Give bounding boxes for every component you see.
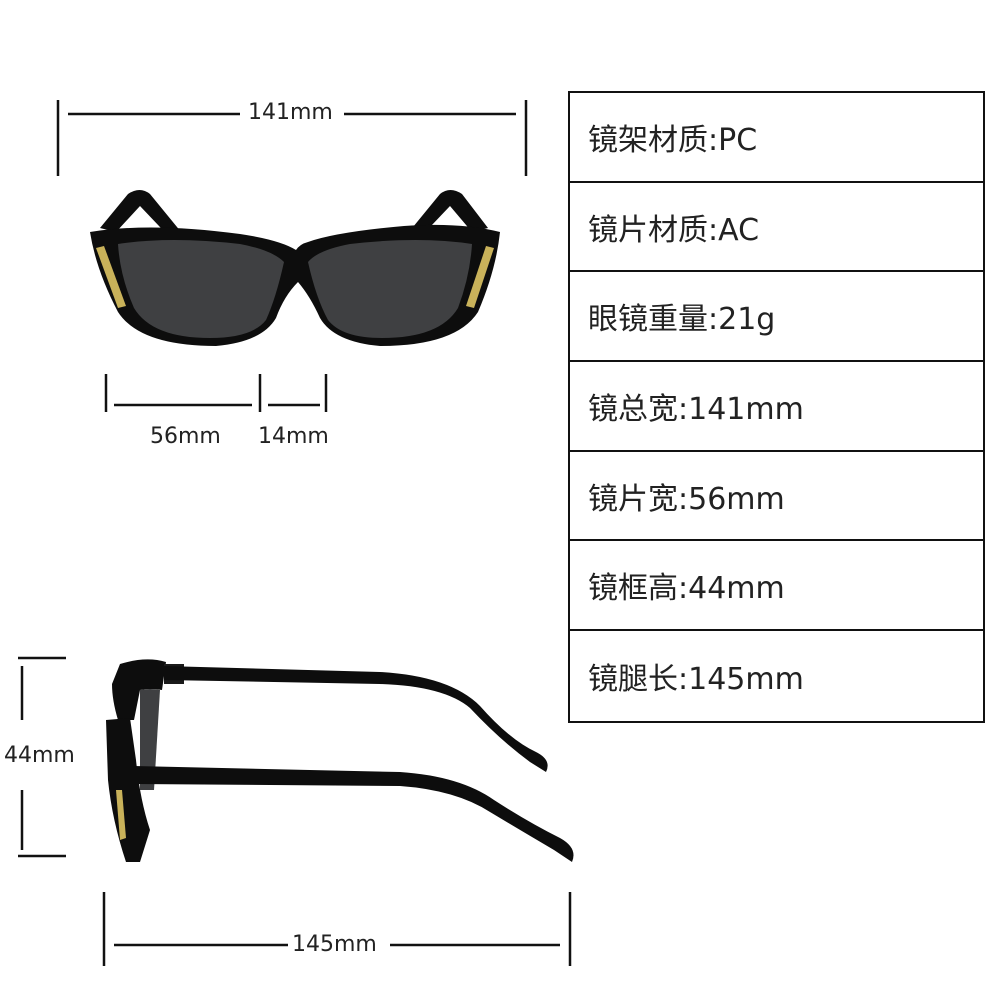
spec-text: 镜片材质:AC xyxy=(588,212,760,248)
spec-row-total-width: 镜总宽:141mm xyxy=(570,362,983,452)
bridge-width-label: 14mm xyxy=(258,424,329,449)
spec-text: 镜框高:44mm xyxy=(588,571,785,607)
total-width-dimension-lines xyxy=(56,100,528,176)
spec-row-lens-material: 镜片材质:AC xyxy=(570,183,983,273)
spec-text: 镜腿长:145mm xyxy=(588,661,804,697)
frame-height-dimension-lines xyxy=(18,656,66,858)
spec-text: 眼镜重量:21g xyxy=(588,302,776,338)
right-lens xyxy=(308,240,472,338)
spec-row-weight: 眼镜重量:21g xyxy=(570,272,983,363)
temple-length-label: 145mm xyxy=(292,932,377,957)
spec-text: 镜片宽:56mm xyxy=(588,481,785,517)
frame-height-label: 44mm xyxy=(4,743,75,768)
lens-width-label: 56mm xyxy=(150,424,221,449)
total-width-label: 141mm xyxy=(248,100,333,125)
spec-table: 镜架材质:PC 镜片材质:AC 眼镜重量:21g 镜总宽:141mm 镜片宽:5… xyxy=(568,91,985,723)
spec-row-lens-width: 镜片宽:56mm xyxy=(570,452,983,542)
glasses-side-view xyxy=(106,659,574,862)
spec-row-temple-length: 镜腿长:145mm xyxy=(570,631,983,721)
left-lens xyxy=(118,240,284,338)
spec-text: 镜总宽:141mm xyxy=(588,391,804,427)
lens-bridge-dimension-lines xyxy=(104,374,328,412)
spec-row-frame-height: 镜框高:44mm xyxy=(570,541,983,632)
spec-text: 镜架材质:PC xyxy=(588,122,758,158)
glasses-front-view xyxy=(90,190,500,346)
temple-length-dimension-lines xyxy=(102,892,572,966)
spec-row-frame-material: 镜架材质:PC xyxy=(570,93,983,183)
